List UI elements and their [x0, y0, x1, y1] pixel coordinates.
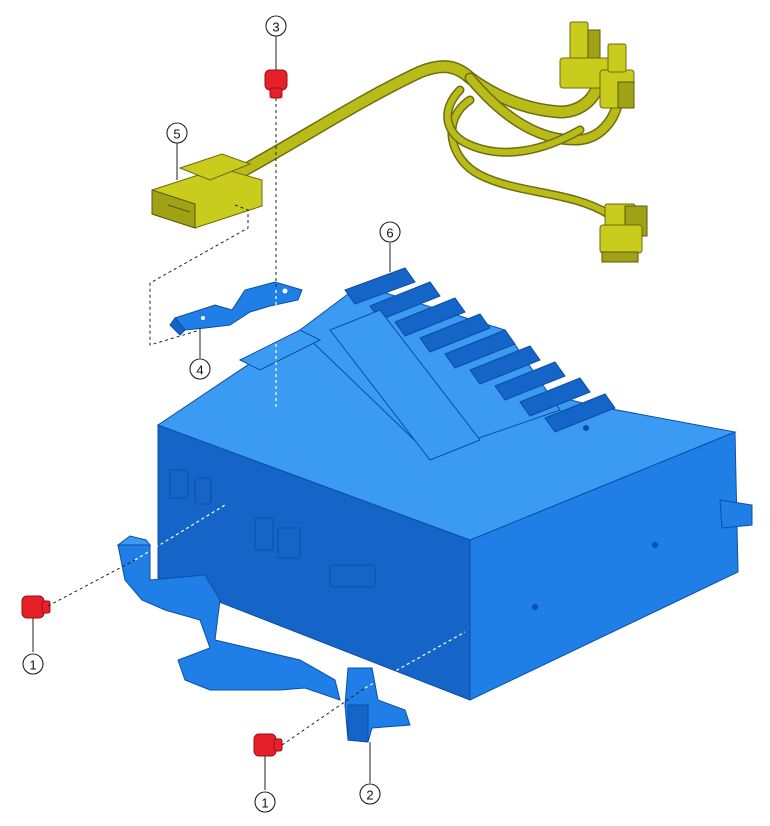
harness-connector-left [151, 153, 263, 229]
bolt-1-left [21, 595, 51, 619]
svg-text:1: 1 [261, 796, 268, 811]
assembly-lines [47, 98, 466, 746]
audio-unit [156, 267, 753, 701]
connector-sockets [169, 469, 376, 588]
svg-text:2: 2 [366, 788, 373, 803]
svg-text:1: 1 [29, 658, 36, 673]
callout-5: 5 [166, 122, 188, 180]
callout-2: 2 [359, 742, 381, 805]
svg-text:4: 4 [196, 363, 203, 378]
harness-connector-top [559, 21, 635, 109]
wiring-harness [151, 21, 648, 263]
svg-text:6: 6 [386, 226, 393, 241]
bolt-1-bottom [253, 733, 283, 757]
mounting-bracket [116, 535, 411, 743]
heat-sink-fins [238, 267, 616, 461]
svg-text:3: 3 [272, 20, 279, 35]
svg-text:5: 5 [173, 127, 180, 142]
callout-4: 4 [189, 328, 211, 380]
bolt-3-top [264, 69, 288, 99]
harness-connector-right [599, 203, 648, 263]
callout-3: 3 [265, 15, 287, 70]
callout-6: 6 [379, 221, 401, 272]
callout-1-bottom: 1 [254, 756, 276, 813]
harness-bracket [169, 281, 303, 336]
callout-1-left: 1 [22, 618, 44, 675]
